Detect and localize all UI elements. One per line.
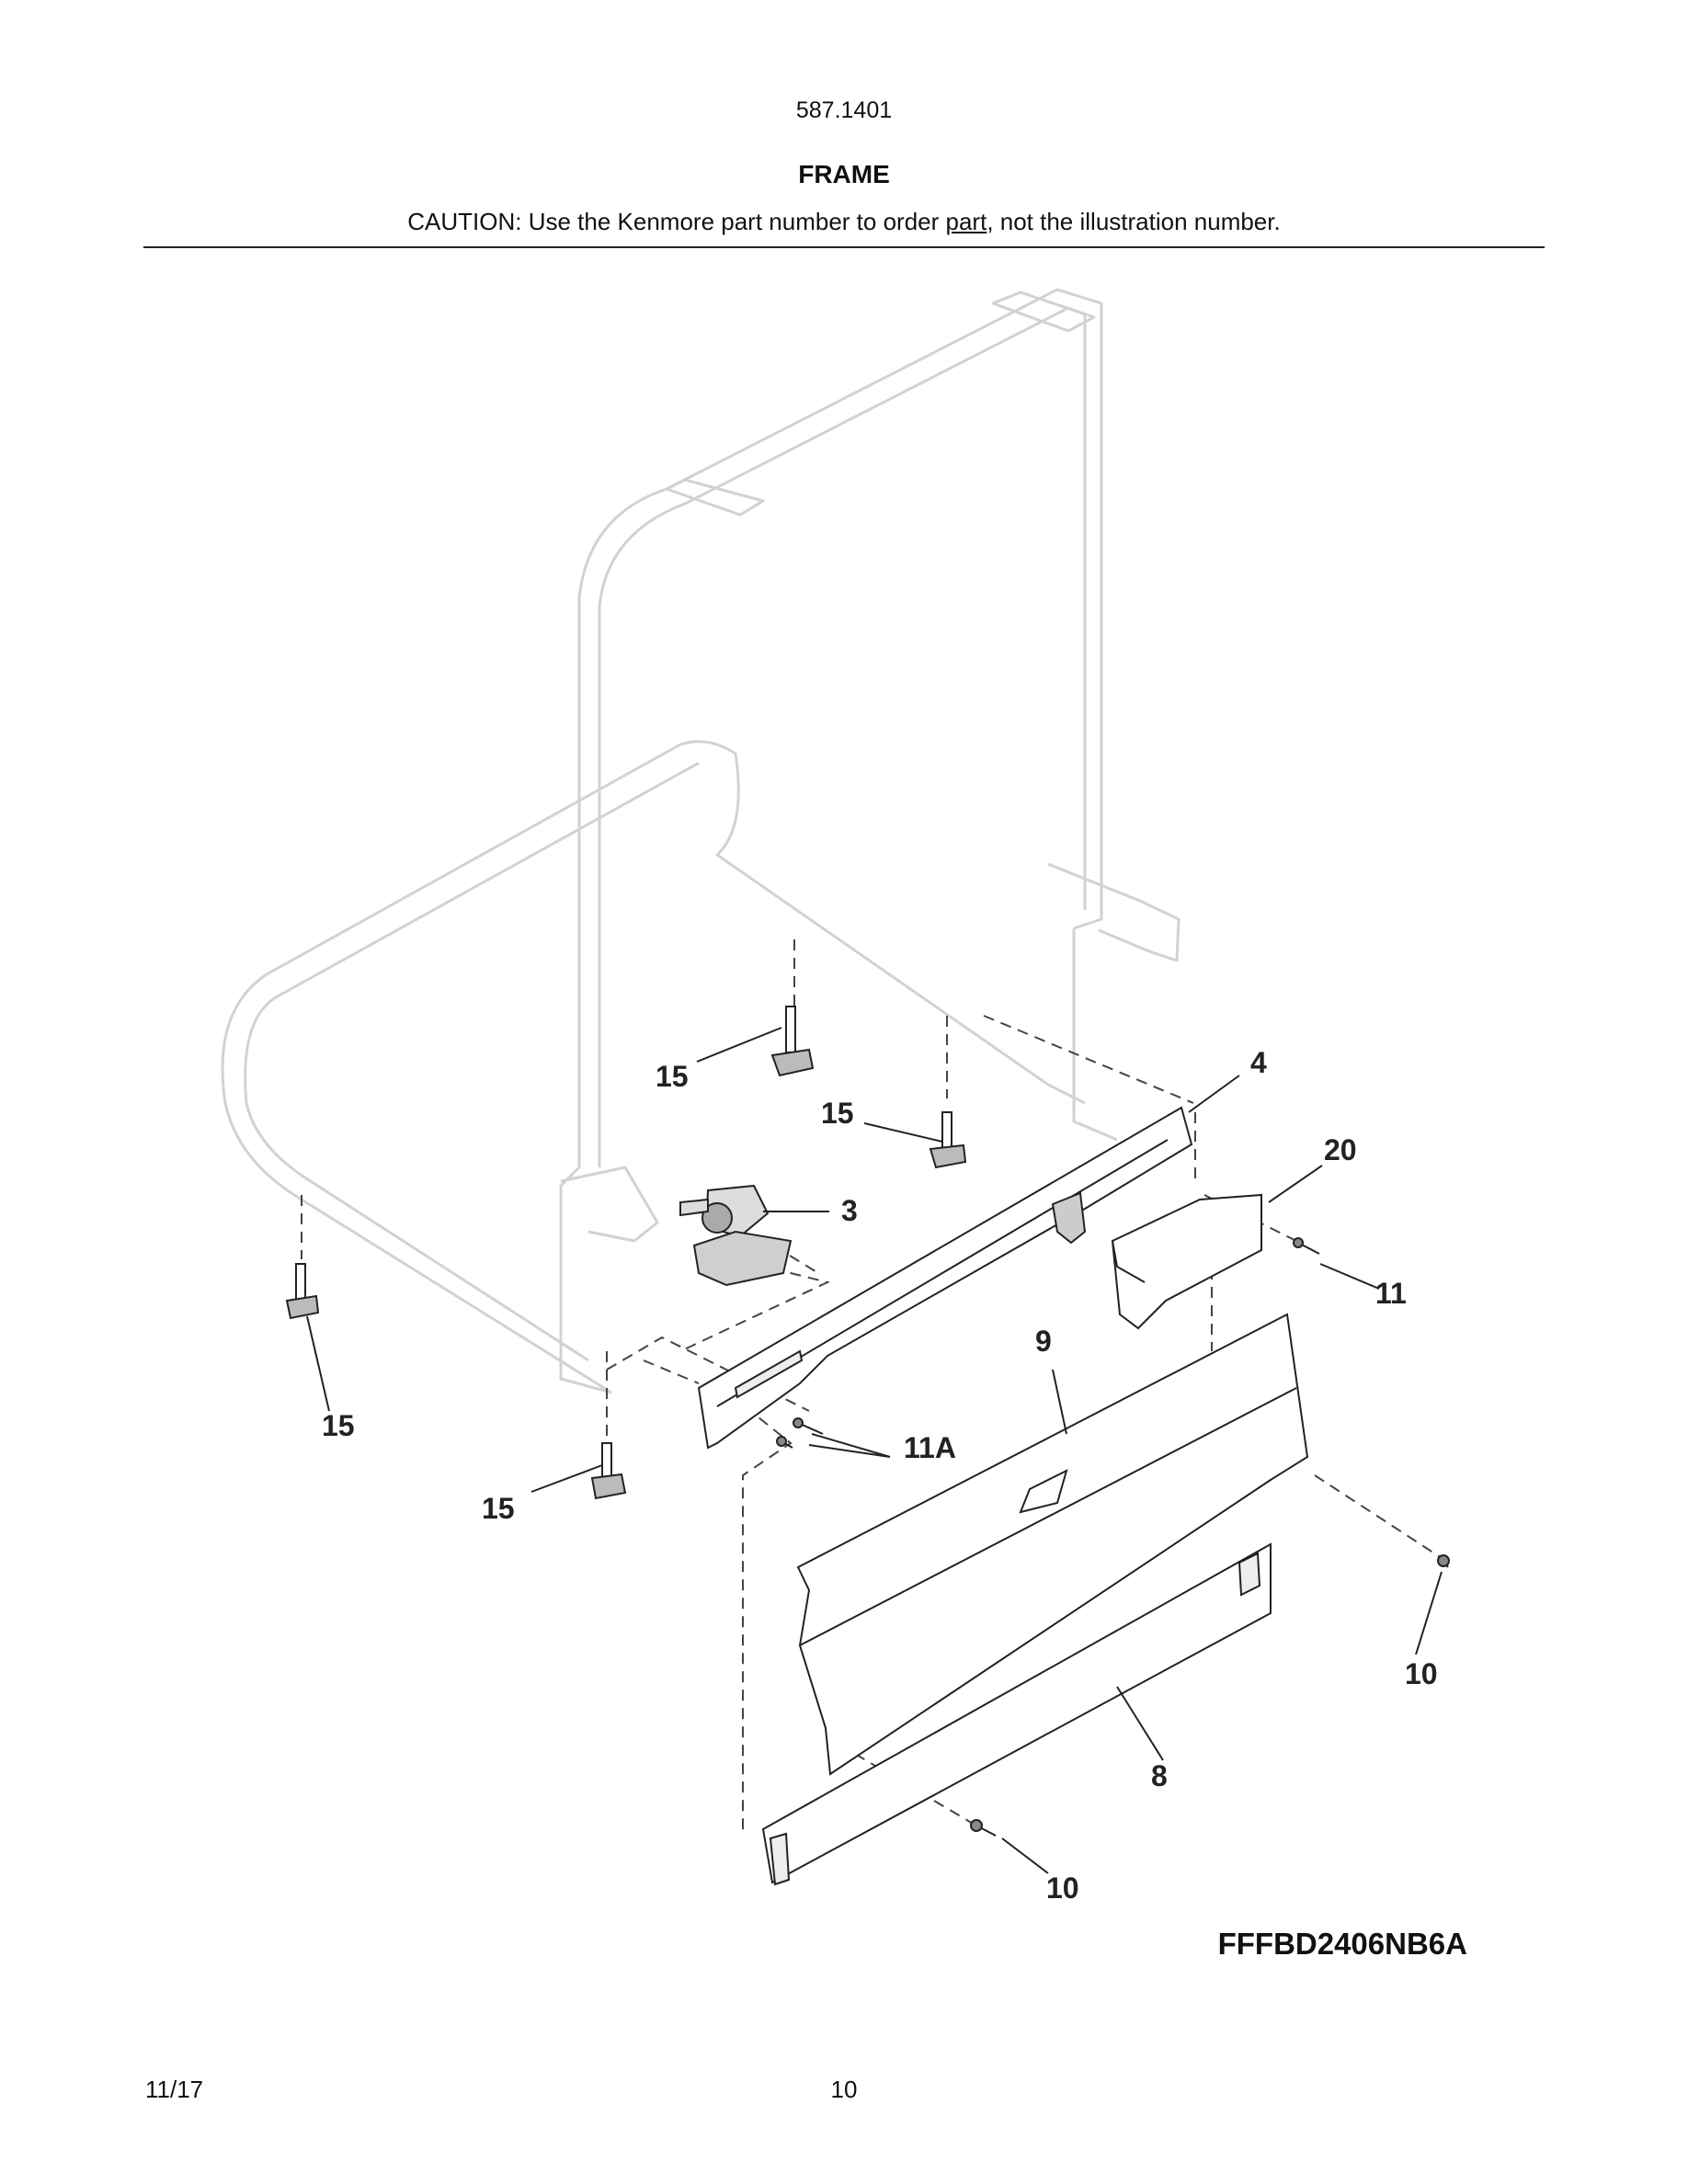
callout-8: 8: [1151, 1759, 1168, 1792]
frame-bracket-rail-4: [697, 1106, 1193, 1450]
cover-box-20: [1111, 1193, 1262, 1330]
screw-10-right: [1437, 1554, 1450, 1568]
callout-leader-lines: [306, 1027, 1443, 1874]
header-rule: [143, 246, 1545, 248]
caution-underlined-word: part: [945, 208, 987, 235]
leveling-leg-15-left: [285, 1263, 320, 1320]
leveling-leg-15-lower: [590, 1442, 627, 1500]
leveling-leg-15-center: [929, 1111, 967, 1169]
caution-text-start: CAUTION: Use the Kenmore part number to …: [407, 208, 946, 235]
callout-9: 9: [1035, 1325, 1052, 1358]
callout-3: 3: [841, 1194, 858, 1227]
leveling-leg-15-upper: [770, 1006, 815, 1077]
lower-panel-8: [761, 1542, 1272, 1886]
caution-note: CAUTION: Use the Kenmore part number to …: [0, 208, 1688, 236]
water-valve-3: [679, 1184, 793, 1287]
callout-15-lower: 15: [482, 1492, 515, 1525]
screw-10-lower: [970, 1819, 997, 1837]
model-number: 587.1401: [795, 97, 893, 123]
callout-15-upper: 15: [656, 1060, 689, 1093]
callout-4: 4: [1250, 1046, 1267, 1079]
footer-date: 11/17: [145, 2076, 204, 2103]
callout-10-lower: 10: [1046, 1871, 1079, 1905]
diagram-model-code: FFFBD2406NB6A: [1217, 1927, 1467, 1961]
callout-11: 11: [1375, 1277, 1407, 1310]
callout-labels: 15 15 4 20 3 11 9 15 11A 15 10 8 10: [322, 1046, 1438, 1905]
callout-10-right: 10: [1405, 1657, 1438, 1690]
caution-text-end: , not the illustration number.: [987, 208, 1281, 235]
screw-11a-upper: [793, 1417, 824, 1435]
callout-20: 20: [1324, 1133, 1357, 1166]
screw-11: [1293, 1237, 1320, 1255]
callout-11a: 11A: [904, 1431, 956, 1464]
callout-15-center: 15: [821, 1097, 854, 1130]
footer-page-number: 10: [830, 2076, 858, 2103]
screw-11a-lower: [776, 1436, 793, 1449]
callout-15-left: 15: [322, 1409, 355, 1442]
section-title: FRAME: [798, 160, 890, 188]
toe-kick-panel-9: [796, 1313, 1309, 1776]
dishwasher-frame-outline: [221, 288, 1180, 1394]
